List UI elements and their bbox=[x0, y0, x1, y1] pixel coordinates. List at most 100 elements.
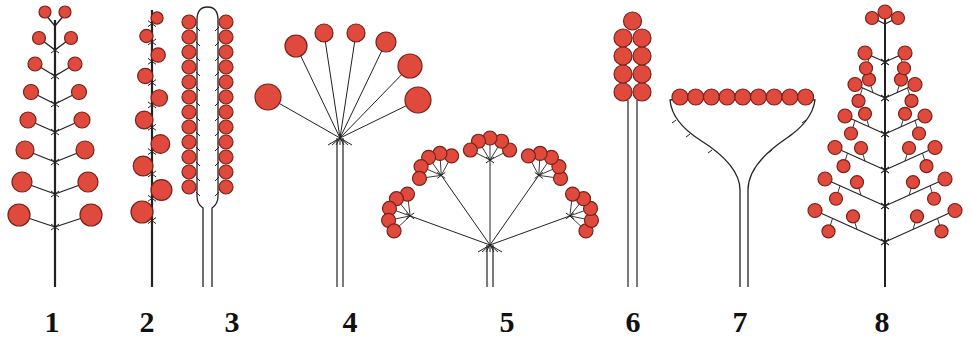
stem-line bbox=[215, 57, 219, 61]
flower bbox=[133, 156, 153, 176]
stem-line bbox=[486, 245, 490, 252]
stem-line bbox=[881, 95, 889, 101]
flower bbox=[24, 85, 39, 100]
stem-line bbox=[566, 213, 574, 219]
flower bbox=[182, 60, 196, 74]
stem-line bbox=[535, 172, 543, 178]
stem-line bbox=[881, 131, 889, 137]
stem-line bbox=[406, 213, 414, 219]
stem-line bbox=[881, 95, 889, 101]
stem-line bbox=[881, 59, 889, 65]
callout-number: 7 bbox=[733, 305, 748, 339]
flower bbox=[182, 75, 196, 89]
flower bbox=[633, 65, 651, 83]
stem-line bbox=[881, 59, 889, 65]
stem-line bbox=[51, 159, 59, 165]
flower bbox=[908, 78, 922, 92]
stem-line bbox=[881, 203, 889, 209]
flower bbox=[219, 135, 233, 149]
flower bbox=[918, 109, 932, 123]
callout-number: 4 bbox=[343, 305, 358, 339]
flower bbox=[892, 12, 905, 25]
flower bbox=[830, 192, 843, 205]
flower bbox=[219, 105, 233, 119]
stem-line bbox=[336, 138, 340, 145]
flower bbox=[633, 83, 651, 101]
flower bbox=[858, 46, 872, 60]
stem-line bbox=[51, 224, 59, 230]
flower bbox=[935, 225, 948, 238]
flower bbox=[905, 94, 918, 107]
stem-line bbox=[881, 239, 889, 245]
flower bbox=[78, 172, 98, 192]
stem-line bbox=[881, 131, 889, 137]
flower bbox=[219, 150, 233, 164]
flower bbox=[76, 141, 94, 159]
flower bbox=[8, 204, 30, 226]
stem-line bbox=[196, 147, 200, 151]
flower bbox=[463, 143, 477, 157]
flower bbox=[633, 29, 651, 47]
stem-line bbox=[328, 138, 340, 145]
flower bbox=[255, 84, 281, 110]
flower bbox=[182, 120, 196, 134]
flower bbox=[74, 112, 90, 128]
flower bbox=[219, 120, 233, 134]
flower bbox=[219, 30, 233, 44]
flower bbox=[182, 30, 196, 44]
stem-line bbox=[881, 239, 889, 245]
stem-line bbox=[881, 59, 889, 65]
stem-line bbox=[437, 172, 445, 178]
stem-line bbox=[535, 172, 543, 178]
stem-line bbox=[478, 245, 490, 252]
stem-line bbox=[881, 95, 889, 101]
flower bbox=[703, 89, 719, 105]
stem-line bbox=[51, 101, 59, 107]
flower bbox=[855, 142, 868, 155]
stem-line bbox=[51, 101, 59, 107]
stem-line bbox=[196, 192, 200, 196]
flower bbox=[219, 45, 233, 59]
stem-line bbox=[482, 245, 490, 252]
stem-line bbox=[881, 131, 889, 137]
stem-line bbox=[686, 134, 690, 137]
stem-line bbox=[332, 138, 340, 145]
stem-line bbox=[881, 167, 889, 173]
flower bbox=[219, 75, 233, 89]
flower bbox=[16, 141, 34, 159]
callout-number: 2 bbox=[140, 305, 155, 339]
flower bbox=[151, 90, 168, 107]
stem-line bbox=[490, 160, 491, 245]
flower bbox=[837, 160, 850, 173]
stem-line bbox=[881, 239, 889, 245]
flower bbox=[614, 29, 632, 47]
flower bbox=[898, 46, 912, 60]
stem-line bbox=[196, 162, 200, 166]
flower bbox=[822, 225, 835, 238]
flower bbox=[847, 210, 860, 223]
stem-line bbox=[881, 59, 889, 65]
stem-line bbox=[627, 100, 628, 287]
stem-line bbox=[215, 132, 219, 136]
flower bbox=[751, 89, 767, 105]
flower bbox=[12, 172, 32, 192]
flower bbox=[845, 127, 858, 140]
stem-line bbox=[54, 20, 56, 287]
stem-line bbox=[881, 167, 889, 173]
flower bbox=[398, 54, 422, 78]
stem-line bbox=[51, 73, 59, 79]
flower bbox=[614, 83, 632, 101]
stem-line bbox=[406, 213, 414, 219]
stems bbox=[19, 7, 955, 287]
flowers bbox=[8, 5, 962, 238]
stem-line bbox=[410, 216, 490, 245]
flower bbox=[68, 57, 82, 71]
stem-line bbox=[51, 159, 59, 165]
stem-line bbox=[196, 42, 200, 46]
flower bbox=[782, 89, 798, 105]
flower bbox=[913, 127, 926, 140]
stem-line bbox=[815, 211, 885, 243]
stem-line bbox=[196, 132, 200, 136]
stem-line bbox=[51, 191, 59, 197]
flower bbox=[828, 141, 842, 155]
